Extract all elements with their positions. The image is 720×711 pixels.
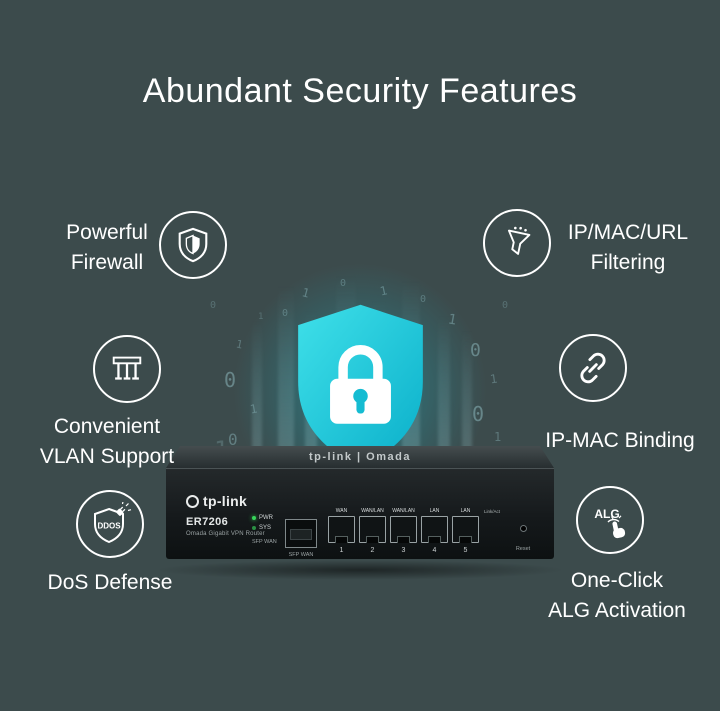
router-model: ER7206 bbox=[186, 516, 229, 528]
reset-label: Reset bbox=[515, 546, 531, 552]
binding-feature-badge bbox=[559, 334, 627, 402]
filtering-feature-badge bbox=[483, 209, 551, 277]
plug-spark-icon bbox=[116, 502, 132, 516]
sys-led-icon bbox=[252, 526, 256, 530]
rj45-jack-icon bbox=[452, 516, 479, 543]
ethernet-port-2: WAN/LAN 2 bbox=[359, 507, 386, 554]
link-act-label: Link/Act bbox=[484, 509, 501, 514]
feature-label-binding: IP-MAC Binding bbox=[545, 429, 695, 452]
feature-label-dos: DoS Defense bbox=[47, 571, 173, 594]
light-ray bbox=[278, 285, 294, 470]
pwr-led: PWR bbox=[252, 515, 277, 521]
ethernet-ports: WAN 1 WAN/LAN 2 WAN/LAN 3 LAN 4 bbox=[328, 507, 479, 554]
feature-label-alg: One-Click ALG Activation bbox=[548, 569, 686, 622]
rj45-jack-icon bbox=[390, 516, 417, 543]
router-top-logo: tp-link | Omada bbox=[309, 451, 411, 463]
router-subtitle: Omada Gigabit VPN Router bbox=[186, 531, 265, 537]
svg-text:ALG: ALG bbox=[594, 507, 619, 521]
ethernet-port-3: WAN/LAN 3 bbox=[390, 507, 417, 554]
ethernet-port-5: LAN 5 bbox=[452, 507, 479, 554]
router-branding: tp-link ER7206 Omada Gigabit VPN Router bbox=[186, 493, 265, 537]
security-shield-icon bbox=[298, 304, 423, 466]
vlan-ports-icon bbox=[112, 356, 142, 380]
router-top-face: tp-link | Omada bbox=[166, 446, 554, 468]
vlan-feature-badge bbox=[93, 335, 161, 403]
ethernet-port-4: LAN 4 bbox=[421, 507, 448, 554]
hand-click-icon bbox=[607, 515, 626, 539]
feature-label-firewall: Powerful Firewall bbox=[66, 221, 148, 274]
tp-link-logo-mark-icon bbox=[186, 494, 199, 508]
binary-digit: 0 bbox=[502, 300, 509, 311]
rj45-jack-icon bbox=[328, 516, 355, 543]
firewall-shield-icon bbox=[178, 227, 208, 263]
page-title: Abundant Security Features bbox=[142, 72, 578, 110]
ethernet-port-1: WAN 1 bbox=[328, 507, 355, 554]
light-ray bbox=[252, 320, 262, 470]
brand-text: tp-link bbox=[203, 493, 248, 509]
reset-hole-icon bbox=[519, 525, 527, 532]
rj45-jack-icon bbox=[421, 516, 448, 543]
led-indicators: PWR SYS SFP WAN bbox=[252, 515, 277, 545]
binary-digit: 0 bbox=[210, 300, 217, 311]
svg-text:DDOS: DDOS bbox=[97, 522, 121, 531]
chain-link-icon bbox=[580, 352, 606, 384]
sfp-wan-port: SFP WAN bbox=[284, 519, 318, 558]
router-front-panel: tp-link ER7206 Omada Gigabit VPN Router … bbox=[166, 468, 554, 559]
light-ray bbox=[438, 315, 450, 470]
router-image: tp-link | Omada tp-link ER7206 Omada Gig… bbox=[154, 446, 566, 586]
lock-icon bbox=[330, 345, 391, 424]
binary-digit: 1 bbox=[494, 430, 502, 444]
firewall-feature-badge bbox=[159, 211, 227, 279]
filter-funnel-icon bbox=[508, 226, 531, 255]
alg-feature-badge: ALG bbox=[576, 486, 644, 554]
sfp-led-label: SFP WAN bbox=[252, 539, 277, 545]
pwr-led-label: PWR bbox=[259, 515, 273, 521]
light-ray bbox=[462, 330, 472, 470]
binary-digit: 1 bbox=[489, 371, 499, 387]
reset-button: Reset bbox=[508, 525, 538, 552]
pwr-led-icon bbox=[252, 516, 256, 520]
alg-one-click-icon: ALG bbox=[594, 507, 626, 539]
ddos-shield-icon: DDOS bbox=[94, 502, 132, 544]
tp-link-logo: tp-link bbox=[186, 493, 265, 509]
dos-feature-badge: DDOS bbox=[76, 490, 144, 558]
sys-led-label: SYS bbox=[259, 525, 272, 531]
feature-label-vlan: Convenient VLAN Support bbox=[39, 415, 175, 468]
rj45-jack-icon bbox=[359, 516, 386, 543]
sfp-cage-icon bbox=[285, 519, 317, 548]
router-shadow bbox=[154, 560, 566, 580]
feature-label-filtering: IP/MAC/URL Filtering bbox=[567, 221, 689, 274]
sys-led: SYS bbox=[252, 525, 277, 531]
sfp-port-label: SFP WAN bbox=[288, 552, 314, 558]
